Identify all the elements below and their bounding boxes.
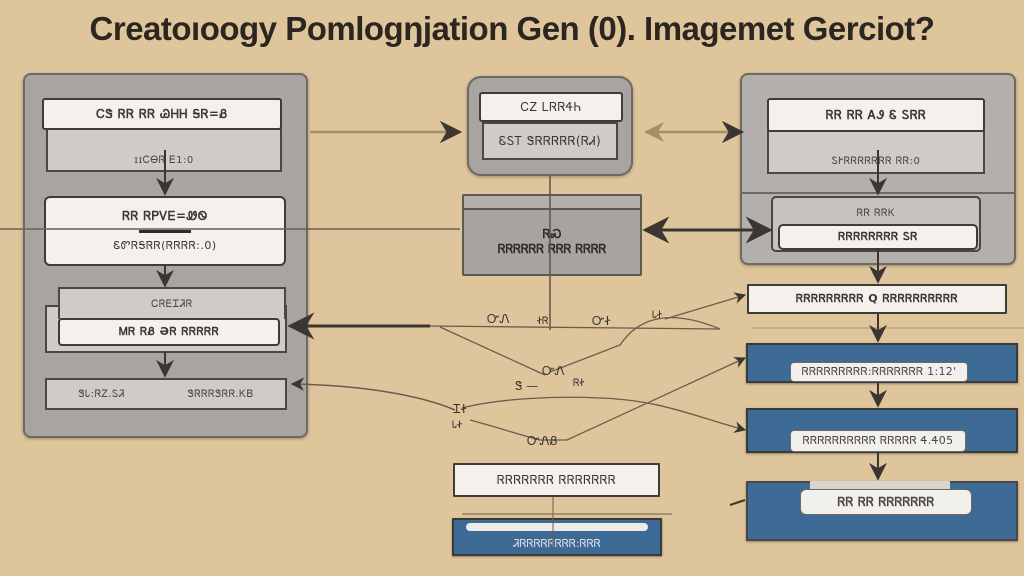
center-top-sub[interactable]: ᏋᏚᎢ ᏕᏒᏒᏒᏒᏒ(ᏒᏗ) — [482, 122, 618, 160]
center-mid-label: ᏒᏒᏒᏒᏒᏒ ᏒᏒᏒ ᏒᏒᏒᏒ — [497, 242, 607, 256]
center-bottom-bar — [466, 523, 648, 531]
wire-mid-horizontal — [429, 317, 721, 373]
wire-label-1: ᏅᏁ — [487, 312, 510, 326]
wire-label-4: ᏓᏐ — [652, 310, 663, 321]
left-card4-left: ᏕᏓ:ᏒᏃ.ᏚᏘ — [78, 388, 125, 400]
wire-label-8: ᏆᏐ — [453, 402, 467, 416]
wire-bottom-cross — [469, 357, 747, 441]
left-card1-title: ᏟᏕ ᏒᏒ ᏒᏒ ᏊᎻᎻ ᎦᏒ=Ᏸ — [96, 106, 228, 121]
right-box1-text: ᏒᏒᏒᏒᏒᏒᏒᏒᏒ Q ᏒᏒᏒᏒᏒᏒᏒᏒᏒᏒ — [795, 292, 959, 305]
wire-label-2: ᏐᏒ — [537, 316, 549, 327]
left-card1[interactable]: ᏟᏕ ᏒᏒ ᏒᏒ ᏊᎻᎻ ᎦᏒ=Ᏸ — [42, 98, 282, 130]
center-bottom-blue-label: ᏘᏒᏒᏒᏒᏒᏒᏒᏒ:ᏒᏒᏒ — [513, 537, 601, 550]
right-card2-sub: ᏒᏒᏒᏒᏒᏒᏒᏒ ᏚᏒ — [838, 230, 918, 243]
left-card3-title: ᏟᏒᎬᏆᏘᏒ — [151, 298, 193, 310]
wire-label-7: ᏒᏐ — [573, 378, 585, 389]
right-card1-sub-text: ᏚᎨᏒᏒᏒᏒᏒᏒᏒ ᏒᏒ:0 — [831, 156, 921, 167]
center-bottom-blue[interactable]: ᏘᏒᏒᏒᏒᏒᏒᏒᏒ:ᏒᏒᏒ — [452, 518, 662, 556]
left-card2-title: ᏒᏒ ᏒᏢᏙᎬ=ᏪᏫ — [122, 209, 208, 223]
right-card1[interactable]: ᏒᏒ ᏒᏒ ᎪᏭ Ꮛ ᏚᏒᏒ — [767, 98, 985, 132]
left-card3-sub: ᎷᏒ ᏒᏰ ƏᏒ ᏒᏒᏒᏒᏒ — [118, 325, 220, 338]
left-card2-divider — [139, 230, 191, 233]
left-card3-inner[interactable]: ᎷᏒ ᏒᏰ ƏᏒ ᏒᏒᏒᏒᏒ — [58, 318, 280, 346]
center-mid-mark: ᏒᏍ — [542, 227, 562, 241]
left-card2[interactable]: ᏒᏒ ᏒᏢᏙᎬ=ᏪᏫ ᏋᏛᏒᎦᏒᏒ(ᏒᏒᏒᏒ:.0) — [44, 196, 286, 266]
wire-label-10: ᏅᏁᏰ — [527, 434, 558, 448]
center-bottom-card[interactable]: ᏒᏒᏒᏒᏒᏒᏒ ᏒᏒᏒᏒᏒᏒᏒ — [453, 463, 660, 497]
wire-to-left-card4 — [290, 377, 456, 411]
right-box2-inner: ᏒᏒᏒᏒᏒᏒᏒᏒᏒ:ᏒᏒᏒᏒᏒᏒᏒ 1:12' — [790, 362, 968, 382]
right-box2-text: ᏒᏒᏒᏒᏒᏒᏒᏒᏒ:ᏒᏒᏒᏒᏒᏒᏒ 1:12' — [801, 365, 957, 378]
right-box4-inner: ᏒᏒ ᏒᏒ ᏒᏒᏒᏒᏒᏒᏒ — [800, 489, 972, 515]
wire-to-right-box4 — [729, 499, 746, 506]
wire-curve-to-right-box3 — [461, 396, 747, 433]
center-top-sub-text: ᏋᏚᎢ ᏕᏒᏒᏒᏒᏒ(ᏒᏗ) — [498, 133, 602, 148]
right-card1-title: ᏒᏒ ᏒᏒ ᎪᏭ Ꮛ ᏚᏒᏒ — [825, 107, 927, 122]
right-box3[interactable]: ᏒᏒᏒᏒᏒᏒᏒᏒᏒᏒ ᏒᏒᏒᏒᏒ Ꮞ.Ꮞ05 — [746, 408, 1018, 453]
right-box1-shadow-line — [752, 327, 1024, 329]
right-box4-text: ᏒᏒ ᏒᏒ ᏒᏒᏒᏒᏒᏒᏒ — [837, 494, 935, 509]
wire-diag-down — [439, 326, 546, 376]
right-card2-title: ᏒᏒ ᏒᏒᏦ — [856, 208, 896, 219]
center-mid-box[interactable]: ᏒᏍ ᏒᏒᏒᏒᏒᏒ ᏒᏒᏒ ᏒᏒᏒᏒ — [462, 194, 642, 276]
wire-to-right-box1 — [664, 292, 747, 320]
left-card1-sub-text: ɪɪᏟᎾᏒ Ꭼ1:0 — [134, 155, 194, 166]
wire-label-9: ᏓᏐ — [452, 420, 463, 431]
right-box3-inner: ᏒᏒᏒᏒᏒᏒᏒᏒᏒᏒ ᏒᏒᏒᏒᏒ Ꮞ.Ꮞ05 — [790, 430, 966, 452]
right-card2-inner[interactable]: ᏒᏒᏒᏒᏒᏒᏒᏒ ᏚᏒ — [778, 224, 978, 250]
center-mid-header — [464, 196, 640, 210]
diagram-title: Creatoıoogy Pomlogŋjation Gen (0). Image… — [89, 10, 935, 47]
center-top-card[interactable]: ᏟᏃ ᏞᏒᏒᏎᏂ — [479, 92, 623, 122]
center-top-card-title: ᏟᏃ ᏞᏒᏒᏎᏂ — [520, 99, 582, 114]
right-box3-text: ᏒᏒᏒᏒᏒᏒᏒᏒᏒᏒ ᏒᏒᏒᏒᏒ Ꮞ.Ꮞ05 — [802, 434, 954, 447]
left-card3[interactable]: ᏟᏒᎬᏆᏘᏒ — [58, 287, 286, 319]
center-bottom-card-title: ᏒᏒᏒᏒᏒᏒᏒ ᏒᏒᏒᏒᏒᏒᏒ — [496, 472, 617, 487]
right-box1[interactable]: ᏒᏒᏒᏒᏒᏒᏒᏒᏒ Q ᏒᏒᏒᏒᏒᏒᏒᏒᏒᏒ — [747, 284, 1007, 314]
right-box2[interactable]: ᏒᏒᏒᏒᏒᏒᏒᏒᏒ:ᏒᏒᏒᏒᏒᏒᏒ 1:12' — [746, 343, 1018, 383]
wire-label-3: ᏅᏐ — [592, 314, 611, 328]
left-card4[interactable]: ᏕᏓ:ᏒᏃ.ᏚᏘ ᏕᏒᏒᏒᏕᏒᏒ.ᏦᏴ — [45, 378, 287, 410]
left-card4-right: ᏕᏒᏒᏒᏕᏒᏒ.ᏦᏴ — [187, 388, 254, 400]
right-box4[interactable]: ᏒᏒ ᏒᏒ ᏒᏒᏒᏒᏒᏒᏒ — [746, 481, 1018, 541]
wire-label-5: ᏅᏁ — [542, 364, 565, 378]
wire-label-6: Ꮥ — — [515, 379, 539, 393]
right-box4-tab — [810, 481, 950, 489]
left-card2-sub: ᏋᏛᏒᎦᏒᏒ(ᏒᏒᏒᏒ:.0) — [113, 239, 217, 252]
